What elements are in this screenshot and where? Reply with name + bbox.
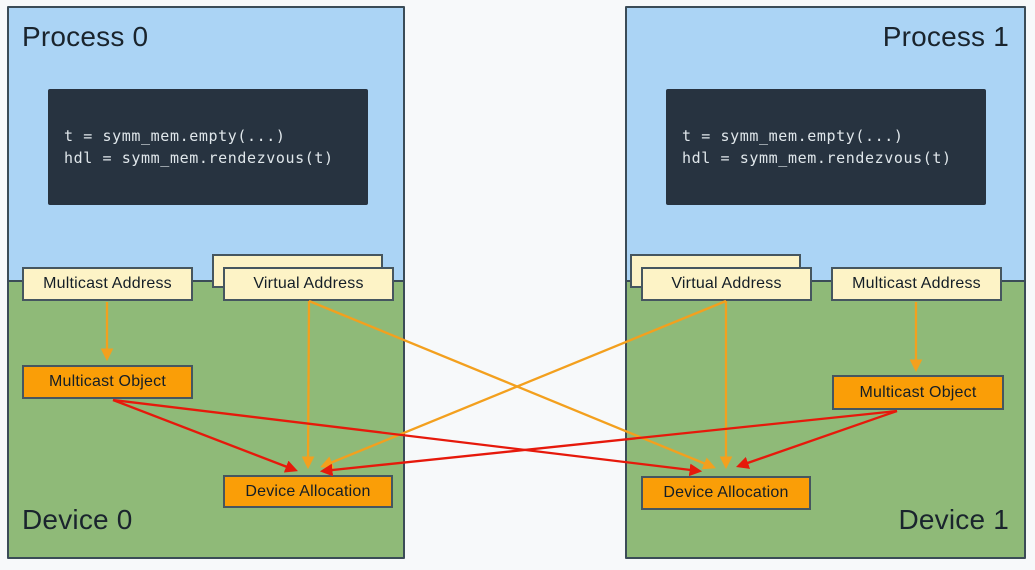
- multicast-object-1-box: Multicast Object: [832, 375, 1004, 410]
- process-1-title: Process 1: [882, 21, 1009, 52]
- process-1-code-snippet: t = symm_mem.empty(...) hdl = symm_mem.r…: [666, 89, 986, 205]
- virtual-address-1-box: Virtual Address: [641, 267, 812, 301]
- code-line-1: t = symm_mem.empty(...): [64, 127, 286, 145]
- process-0-title: Process 0: [22, 21, 149, 52]
- multicast-address-0-box: Multicast Address: [22, 267, 193, 301]
- code-line-1: t = symm_mem.empty(...): [682, 127, 904, 145]
- device-allocation-0-box: Device Allocation: [223, 475, 393, 508]
- code-line-2: hdl = symm_mem.rendezvous(t): [682, 149, 952, 167]
- virtual-address-0-box: Virtual Address: [223, 267, 394, 301]
- multicast-address-1-box: Multicast Address: [831, 267, 1002, 301]
- device-allocation-1-box: Device Allocation: [641, 476, 811, 510]
- multicast-object-0-box: Multicast Object: [22, 365, 193, 399]
- process-0-code-snippet: t = symm_mem.empty(...) hdl = symm_mem.r…: [48, 89, 368, 205]
- device-0-area: Device 0: [9, 280, 403, 557]
- device-0-title: Device 0: [22, 504, 133, 535]
- device-1-title: Device 1: [898, 504, 1009, 535]
- device-1-area: Device 1: [627, 280, 1024, 557]
- code-line-2: hdl = symm_mem.rendezvous(t): [64, 149, 334, 167]
